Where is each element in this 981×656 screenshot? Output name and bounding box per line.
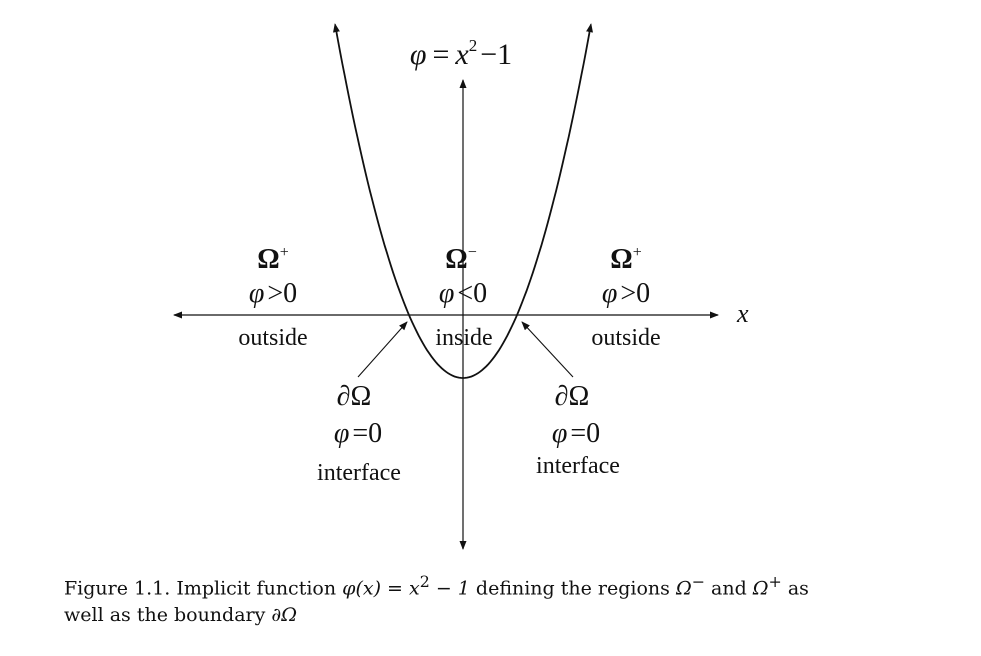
parabola-arrow-right: [586, 23, 593, 37]
interface-left-pointer: [357, 321, 408, 378]
interface-left-condition: φ=0: [334, 418, 382, 449]
caption-exp-1: 2: [419, 572, 430, 591]
implicit-function-diagram: φ=x2−1 x Ω+ φ>0 outside Ω− φ<0 inside Ω+…: [173, 23, 749, 550]
caption-sup-minus: −: [691, 572, 705, 591]
region-left-symbol: Ω+: [257, 244, 288, 275]
caption-omega-plus: Ω: [752, 577, 769, 600]
caption-omega-minus: Ω: [675, 577, 692, 600]
interface-right-symbol: ∂Ω: [555, 381, 590, 412]
caption-text-3: and: [704, 577, 753, 600]
interface-right-word: interface: [536, 453, 620, 479]
caption-text-2: defining the regions: [469, 577, 676, 600]
region-right-word: outside: [591, 325, 660, 351]
caption-text-4: as: [781, 577, 809, 600]
interface-left-symbol: ∂Ω: [337, 381, 372, 412]
region-left-word: outside: [238, 325, 307, 351]
x-axis-label: x: [736, 299, 749, 328]
interface-right: ∂Ω φ=0 interface: [536, 381, 620, 479]
parabola-curve: [335, 29, 591, 379]
caption-math-1: φ(x) = x: [342, 577, 420, 600]
caption-sup-plus: +: [768, 572, 782, 591]
region-left-condition: φ>0: [249, 278, 297, 309]
interface-left-word: interface: [317, 460, 401, 486]
parabola-arrow-left: [333, 23, 340, 37]
function-title: φ=x2−1: [410, 36, 512, 71]
interface-right-pointer: [521, 321, 574, 378]
region-left-outside: Ω+ φ>0 outside: [238, 244, 307, 351]
caption-boundary: ∂Ω: [271, 604, 297, 627]
region-right-outside: Ω+ φ>0 outside: [591, 244, 660, 351]
region-right-condition: φ>0: [602, 278, 650, 309]
caption-text-1: Figure 1.1. Implicit function: [64, 577, 343, 600]
region-middle-symbol: Ω−: [445, 244, 476, 275]
region-right-symbol: Ω+: [610, 244, 641, 275]
region-middle-condition: φ<0: [439, 278, 487, 309]
interface-right-condition: φ=0: [552, 418, 600, 449]
caption-line-2: well as the boundary: [64, 604, 272, 627]
region-middle-word: inside: [435, 325, 492, 351]
interface-left: ∂Ω φ=0 interface: [317, 381, 401, 486]
figure-caption: Figure 1.1. Implicit function φ(x) = x2 …: [64, 568, 924, 629]
caption-math-1b: − 1: [429, 577, 470, 600]
region-middle-inside: Ω− φ<0 inside: [435, 244, 492, 351]
